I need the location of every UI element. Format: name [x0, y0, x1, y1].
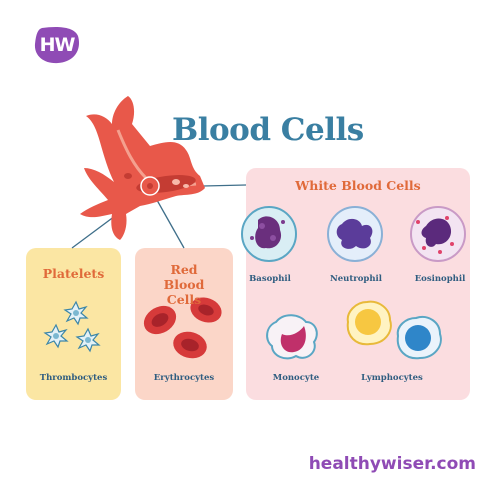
blood-vessel-icon	[80, 96, 205, 240]
red-blood-cell-icon	[143, 297, 222, 359]
monocyte-cell-icon	[266, 314, 318, 360]
site-url: healthywiser.com	[308, 454, 476, 474]
white-blood-cells-title: White Blood Cells	[295, 178, 421, 193]
lymphocyte-cell-icon	[396, 316, 442, 360]
basophil-label: Basophil	[249, 274, 291, 284]
eosinophil-cell-icon	[410, 206, 466, 262]
erythrocytes-label: Erythrocytes	[153, 373, 215, 383]
lymphocyte-cell-icon	[346, 300, 392, 346]
red-blood-cells-title: Red Blood Cells	[163, 262, 205, 307]
eosinophil-label: Eosinophil	[414, 274, 466, 284]
page-title: Blood Cells	[172, 112, 364, 148]
logo-text: HW	[39, 34, 76, 56]
logo-badge-icon	[34, 26, 80, 64]
platelet-cell-icon	[43, 300, 101, 353]
connector-line-rbc	[152, 192, 185, 249]
basophil-cell-icon	[241, 206, 297, 262]
platelets-panel	[26, 248, 121, 400]
platelets-title: Platelets	[42, 266, 105, 281]
lymphocytes-label: Lymphocytes	[361, 373, 423, 383]
monocyte-label: Monocyte	[272, 373, 320, 383]
neutrophil-cell-icon	[327, 206, 383, 262]
thrombocytes-label: Thrombocytes	[39, 373, 108, 383]
neutrophil-label: Neutrophil	[329, 274, 382, 284]
